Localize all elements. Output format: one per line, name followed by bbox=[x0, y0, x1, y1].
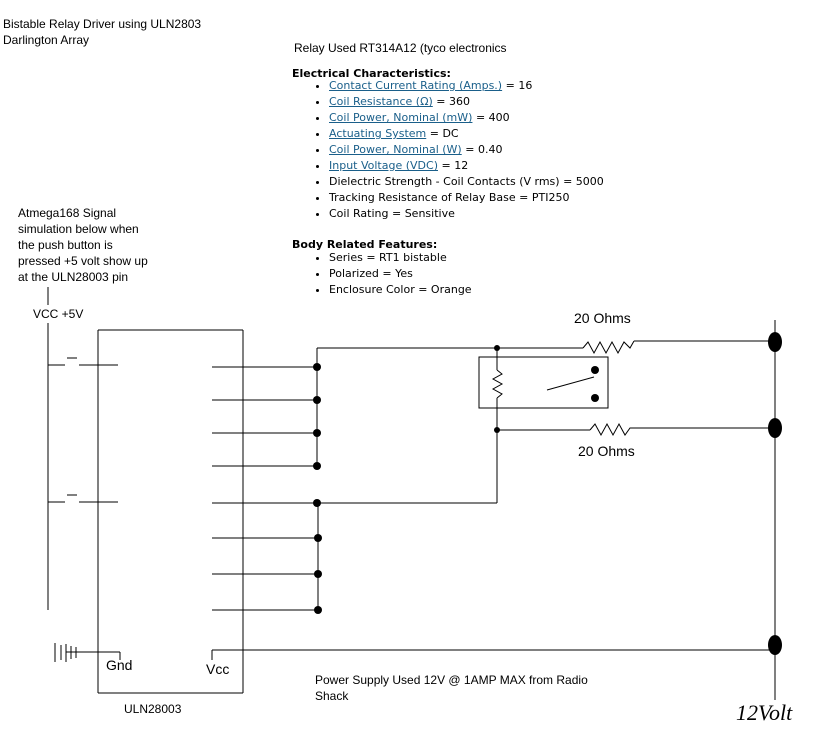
resistor-top-label: 20 Ohms bbox=[574, 310, 631, 326]
title-line-1: Bistable Relay Driver using ULN2803 bbox=[3, 17, 202, 31]
gnd-label: Gnd bbox=[106, 657, 133, 673]
spec-item: Coil Power, Nominal (mW) = 400 bbox=[329, 110, 604, 126]
spec-link[interactable]: Coil Power, Nominal (W) bbox=[329, 143, 462, 156]
spec-link[interactable]: Contact Current Rating (Amps.) bbox=[329, 79, 503, 92]
ground-symbol bbox=[54, 643, 77, 662]
spec-item: Contact Current Rating (Amps.) = 16 bbox=[329, 78, 604, 94]
title-line-2: Darlington Array bbox=[3, 33, 90, 47]
junction-dots bbox=[313, 345, 599, 614]
resistor-bottom-label: 20 Ohms bbox=[578, 443, 635, 459]
relay-coil bbox=[491, 369, 504, 399]
spec-link[interactable]: Actuating System bbox=[329, 127, 427, 140]
vcc-label: Vcc bbox=[206, 661, 230, 677]
spec-item: Coil Resistance (Ω) = 360 bbox=[329, 94, 604, 110]
signal-note: Atmega168 Signal simulation below when t… bbox=[18, 206, 148, 284]
volt-label: 12Volt bbox=[736, 700, 793, 725]
spec-item: Enclosure Color = Orange bbox=[329, 282, 472, 298]
spec-item: Tracking Resistance of Relay Base = PTI2… bbox=[329, 190, 604, 206]
power-supply-note: Power Supply Used 12V @ 1AMP MAX from Ra… bbox=[315, 673, 588, 703]
diagram-title: Bistable Relay Driver using ULN2803 Darl… bbox=[3, 16, 201, 48]
electrical-list: Contact Current Rating (Amps.) = 16 Coil… bbox=[292, 78, 604, 222]
spec-link[interactable]: Input Voltage (VDC) bbox=[329, 159, 438, 172]
body-list: Series = RT1 bistable Polarized = Yes En… bbox=[292, 250, 472, 298]
relay-box bbox=[478, 356, 609, 409]
uln-chip bbox=[97, 329, 244, 694]
body-heading: Body Related Features: bbox=[292, 238, 438, 251]
chip-label: ULN28003 bbox=[124, 702, 182, 716]
relay-switch bbox=[546, 376, 595, 391]
spec-link[interactable]: Coil Resistance (Ω) bbox=[329, 95, 433, 108]
spec-item: Actuating System = DC bbox=[329, 126, 604, 142]
spec-item: Input Voltage (VDC) = 12 bbox=[329, 158, 604, 174]
electrical-heading: Electrical Characteristics: bbox=[292, 67, 451, 80]
relay-used-label: Relay Used RT314A12 (tyco electronics bbox=[294, 41, 507, 55]
vcc5-label: VCC +5V bbox=[33, 307, 84, 321]
resistor-top bbox=[582, 340, 635, 355]
spec-item: Series = RT1 bistable bbox=[329, 250, 472, 266]
spec-link[interactable]: Coil Power, Nominal (mW) bbox=[329, 111, 473, 124]
spec-item: Coil Power, Nominal (W) = 0.40 bbox=[329, 142, 604, 158]
spec-item: Dielectric Strength - Coil Contacts (V r… bbox=[329, 174, 604, 190]
supply-terminals bbox=[768, 332, 782, 655]
spec-item: Polarized = Yes bbox=[329, 266, 472, 282]
spec-item: Coil Rating = Sensitive bbox=[329, 206, 604, 222]
push-button-1 bbox=[48, 357, 118, 366]
push-button-2 bbox=[48, 494, 118, 503]
resistor-bottom bbox=[589, 422, 634, 437]
chip-output-pins bbox=[212, 366, 317, 611]
